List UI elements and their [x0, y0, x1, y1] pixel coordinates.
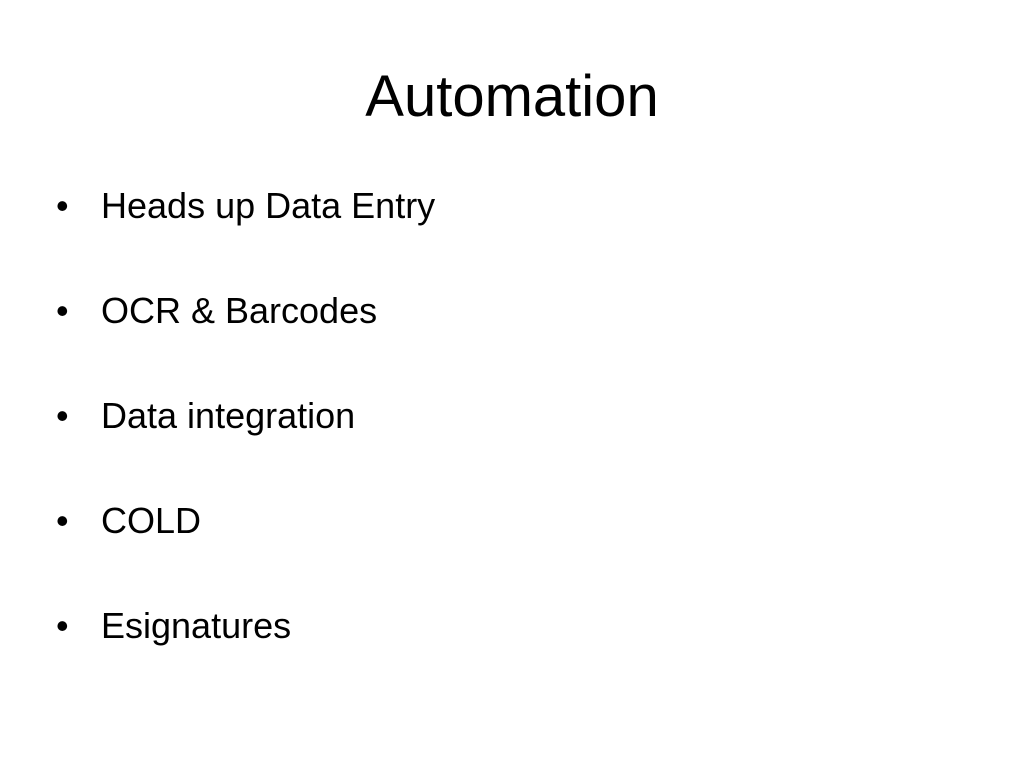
bullet-text: OCR & Barcodes — [101, 290, 378, 331]
bullet-text: Esignatures — [101, 605, 292, 646]
list-item: • Esignatures — [56, 600, 435, 705]
bullet-list: • Heads up Data Entry • OCR & Barcodes •… — [56, 180, 435, 705]
bullet-icon: • — [56, 290, 69, 331]
bullet-icon: • — [56, 185, 69, 226]
list-item: • Heads up Data Entry — [56, 180, 435, 285]
bullet-text: COLD — [101, 500, 202, 541]
bullet-text: Heads up Data Entry — [101, 185, 436, 226]
bullet-icon: • — [56, 500, 69, 541]
list-item: • COLD — [56, 495, 435, 600]
bullet-text: Data integration — [101, 395, 356, 436]
bullet-icon: • — [56, 395, 69, 436]
list-item: • Data integration — [56, 390, 435, 495]
slide-title: Automation — [365, 64, 659, 129]
bullet-icon: • — [56, 605, 69, 646]
list-item: • OCR & Barcodes — [56, 285, 435, 390]
